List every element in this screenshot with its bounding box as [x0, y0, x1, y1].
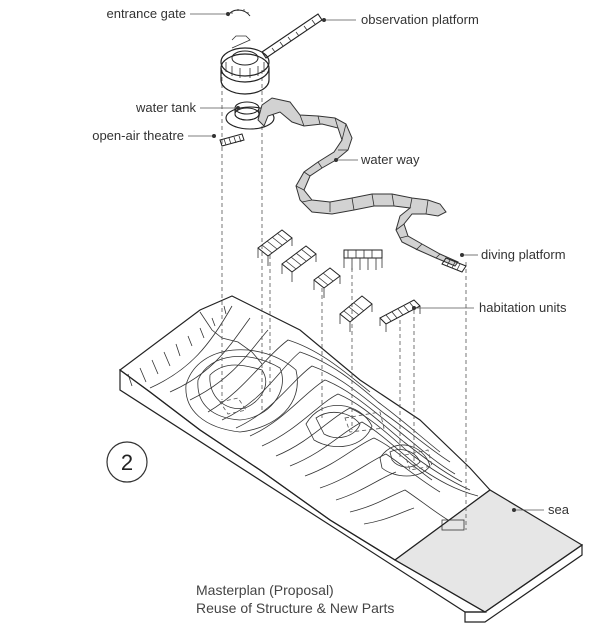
terrain-block — [118, 295, 584, 623]
habitation-units — [257, 229, 421, 332]
caption-subtitle: Reuse of Structure & New Parts — [196, 600, 394, 616]
label-entrance-gate: entrance gate — [106, 6, 186, 21]
step-badge-number: 2 — [121, 450, 133, 475]
habitation-unit — [343, 249, 383, 270]
label-water-way: water way — [360, 152, 420, 167]
water-tank — [225, 101, 275, 130]
entrance-gate-icon — [227, 9, 251, 17]
water-way — [257, 97, 459, 267]
terrain-side-left — [119, 368, 488, 613]
caption-title: Masterplan (Proposal) — [196, 582, 334, 598]
open-air-theatre — [219, 133, 245, 147]
projection-lines — [221, 70, 467, 530]
label-habitation-units: habitation units — [479, 300, 567, 315]
habitation-unit — [379, 299, 421, 332]
terrain-top — [118, 295, 491, 561]
step-badge: 2 — [106, 441, 148, 483]
diving-platform — [441, 257, 467, 273]
habitation-unit — [257, 229, 293, 266]
label-diving-platform: diving platform — [481, 247, 566, 262]
label-open-air-theatre: open-air theatre — [92, 128, 184, 143]
terrain-side-front — [464, 543, 583, 623]
habitation-unit — [339, 295, 373, 332]
label-observation-platform: observation platform — [361, 12, 479, 27]
labels: entrance gate observation platform water… — [92, 6, 570, 517]
label-water-tank: water tank — [135, 100, 196, 115]
label-sea: sea — [548, 502, 570, 517]
habitation-unit — [313, 267, 341, 298]
caption: Masterplan (Proposal) Reuse of Structure… — [196, 582, 394, 616]
contour-lines — [149, 305, 479, 531]
habitation-unit — [281, 245, 317, 282]
observation-platform — [220, 13, 323, 95]
